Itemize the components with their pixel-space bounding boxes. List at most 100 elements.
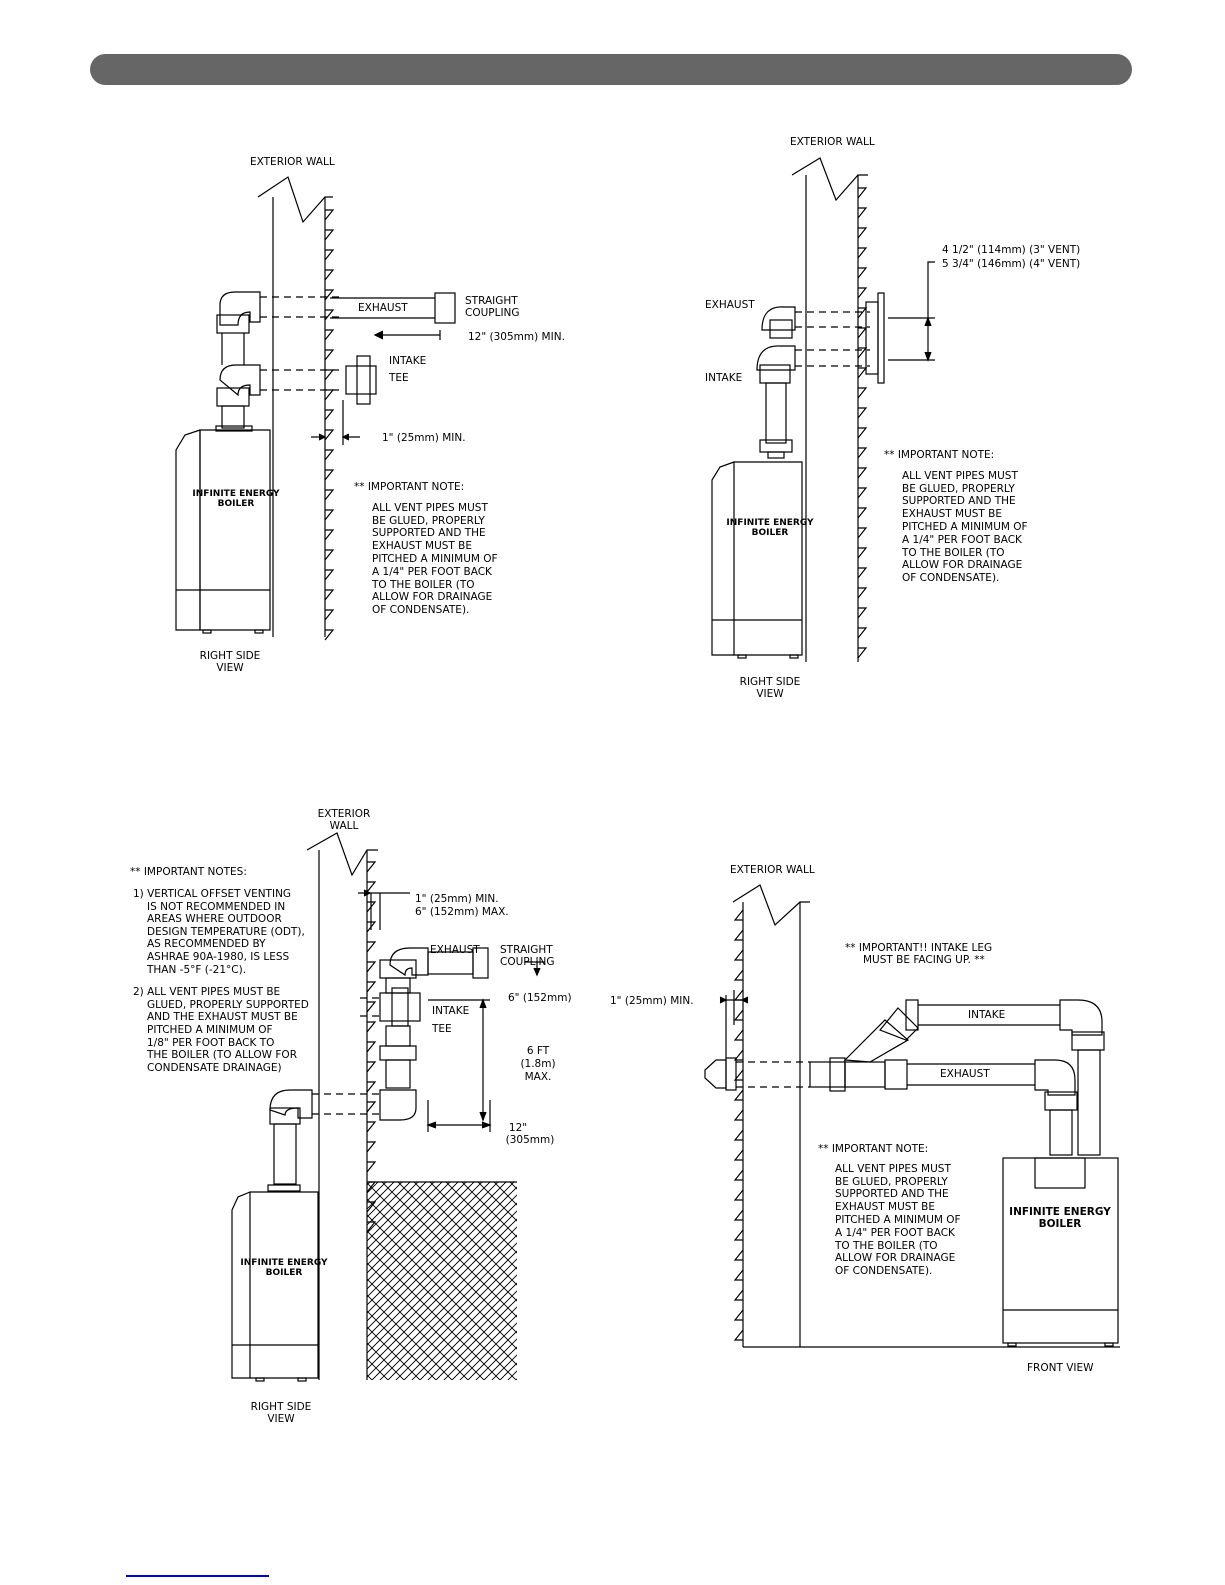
note-line: AND THE EXHAUST MUST BE [147,1011,298,1023]
exhaust-label: EXHAUST [940,1068,990,1080]
exhaust-label: EXHAUST [358,302,408,314]
note-line: 1/8" PER FOOT BACK TO [147,1037,274,1049]
note-line: OF CONDENSATE). [372,604,469,616]
boiler-label-2: BOILER [218,499,255,509]
coupling-label: STRAIGHT [465,295,518,307]
note-line: A 1/4" PER FOOT BACK [835,1227,956,1239]
wall-label: EXTERIOR WALL [730,864,815,876]
boiler-label: INFINITE ENERGY [240,1258,328,1268]
vent-pipes [267,947,489,1192]
view-label: RIGHT SIDE [740,676,801,688]
figure-1-labels: EXTERIOR WALL EXHAUST STRAIGHT COUPLING … [192,156,564,674]
note-line: TO THE BOILER (TO [371,579,475,591]
intake-label: INTAKE [968,1009,1005,1021]
intake-label: INTAKE [432,1005,469,1017]
note-line: ALL VENT PIPES MUST [902,470,1018,482]
vent-pipes [704,999,1105,1156]
view-label: RIGHT SIDE [251,1401,312,1413]
dimension-6ft-3: MAX. [525,1071,552,1083]
important-warning: ** IMPORTANT!! INTAKE LEG [845,942,992,954]
exterior-wall [732,884,1120,1348]
figure-4-two-pipe-venting [704,884,1120,1348]
note-line: PITCHED A MINIMUM OF [835,1214,961,1226]
figure-3-vertical-offset-venting [231,832,545,1382]
note-line: TO THE BOILER (TO [901,547,1005,559]
notes-title: ** IMPORTANT NOTES: [130,866,247,878]
figure-3-labels: EXTERIOR WALL ** IMPORTANT NOTES: 1) VER… [130,808,572,1425]
note-line: EXHAUST MUST BE [835,1201,935,1213]
boiler-unit [231,1191,319,1382]
dimension-6ft: 6 FT [527,1045,550,1057]
note-line: SUPPORTED AND THE [372,527,486,539]
note-line: ALL VENT PIPES MUST [835,1163,951,1175]
exhaust-label: EXHAUST [430,944,480,956]
view-label-2: VIEW [756,688,784,700]
note-line: ASHRAE 90A-1980, IS LESS [147,951,290,963]
tee-label: TEE [431,1023,452,1035]
dimension-6ft-2: (1.8m) [520,1058,555,1070]
note-line: AREAS WHERE OUTDOOR [147,913,282,925]
intake-label: INTAKE [389,355,426,367]
boiler-label: INFINITE ENERGY [1009,1206,1111,1218]
dimension-12in: 12" [509,1122,527,1134]
dimension-1in: 1" (25mm) MIN. [610,995,694,1007]
note-line: A 1/4" PER FOOT BACK [902,534,1023,546]
note-line: PITCHED A MINIMUM OF [902,521,1028,533]
boiler-label: INFINITE ENERGY [192,489,280,499]
note-line: ALL VENT PIPES MUST [372,502,488,514]
note-line: BE GLUED, PROPERLY [835,1176,948,1188]
boiler-unit [711,461,803,659]
note-line: BE GLUED, PROPERLY [372,515,485,527]
boiler-unit [1002,1157,1119,1347]
boiler-label-2: BOILER [752,528,789,538]
coupling-label-2: COUPLING [465,307,520,319]
dimension-gap-min: 1" (25mm) MIN. [415,893,499,905]
figure-2-concentric-venting [711,157,935,662]
exhaust-label: EXHAUST [705,299,755,311]
dimension-6in: 6" (152mm) [508,992,572,1004]
dimension-gap-max: 6" (152mm) MAX. [415,906,509,918]
note-line: IS NOT RECOMMENDED IN [147,901,285,913]
note-title: ** IMPORTANT NOTE: [884,449,994,461]
note-line: AS RECOMMENDED BY [147,938,266,950]
note-line: ALLOW FOR DRAINAGE [835,1252,955,1264]
boiler-unit [175,429,271,634]
figure-2-labels: EXTERIOR WALL 4 1/2" (114mm) (3" VENT) 5… [705,136,1080,700]
note-line: SUPPORTED AND THE [902,495,1016,507]
view-label-2: VIEW [216,662,244,674]
note-line: CONDENSATE DRAINAGE) [147,1062,282,1074]
note-line: 1) VERTICAL OFFSET VENTING [133,888,291,900]
note-line: ALLOW FOR DRAINAGE [902,559,1022,571]
note-line: GLUED, PROPERLY SUPPORTED [147,999,309,1011]
note-line: OF CONDENSATE). [835,1265,932,1277]
note-line: EXHAUST MUST BE [902,508,1002,520]
vent-pipes [756,292,885,459]
exterior-wall [257,176,335,641]
view-label: FRONT VIEW [1027,1362,1094,1374]
note-line: DESIGN TEMPERATURE (ODT), [147,926,305,938]
exterior-wall [306,832,517,1380]
wall-label: EXTERIOR WALL [250,156,335,168]
figure-4-labels: EXTERIOR WALL ** IMPORTANT!! INTAKE LEG … [610,864,1111,1374]
note-line: A 1/4" PER FOOT BACK [372,566,493,578]
note-line: OF CONDENSATE). [902,572,999,584]
dimension-3in-vent: 4 1/2" (114mm) (3" VENT) [942,244,1080,256]
dimension-1in: 1" (25mm) MIN. [382,432,466,444]
note-line: THAN -5°F (-21°C). [146,964,246,976]
note-line: BE GLUED, PROPERLY [902,483,1015,495]
wall-label-2: WALL [330,820,359,832]
coupling-label-2: COUPLING [500,956,555,968]
dimension-4in-vent: 5 3/4" (146mm) (4" VENT) [942,258,1080,270]
intake-label: INTAKE [705,372,742,384]
important-warning-2: MUST BE FACING UP. ** [863,954,985,966]
header-bar [90,54,1132,85]
wall-label: EXTERIOR WALL [790,136,875,148]
boiler-label: INFINITE ENERGY [726,518,814,528]
note-line: SUPPORTED AND THE [835,1188,949,1200]
note-line: 2) ALL VENT PIPES MUST BE [133,986,280,998]
boiler-label-2: BOILER [1039,1218,1082,1230]
note-line: THE BOILER (TO ALLOW FOR [146,1049,297,1061]
boiler-label-2: BOILER [266,1268,303,1278]
